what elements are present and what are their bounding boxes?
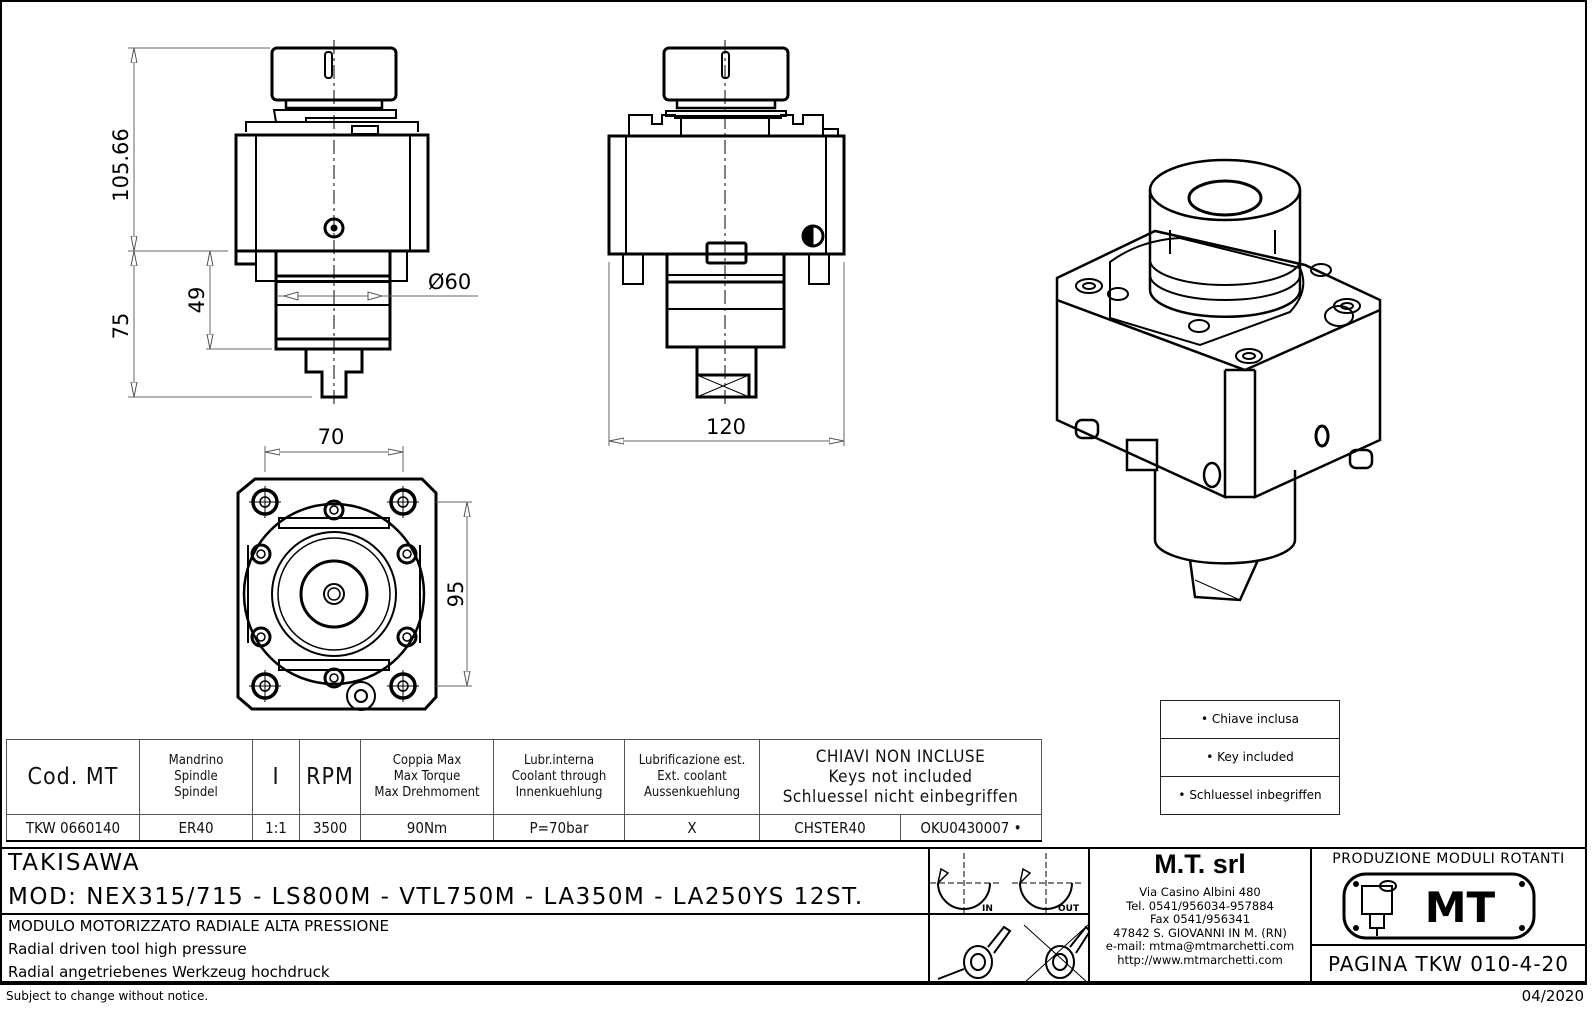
cell-rpm: 3500	[299, 814, 361, 842]
company-name: M.T. srl	[1154, 849, 1246, 879]
rotation-in-label: IN	[982, 904, 993, 914]
company-city: 47842 S. GIOVANNI IN M. (RN)	[1113, 925, 1287, 940]
cell-spindle: ER40	[139, 814, 253, 842]
top-view-dimensions	[264, 446, 472, 687]
cell-key1: CHSTER40	[759, 814, 901, 842]
logo-box	[1310, 847, 1587, 985]
cell-coolant-external: X	[624, 814, 760, 842]
crossed-wrench-icon	[1023, 924, 1089, 984]
logo-text: MT	[1425, 883, 1496, 932]
brand-title: TAKISAWA	[8, 850, 141, 876]
title-block-rule	[0, 847, 1587, 849]
company-email[interactable]: e-mail: mtma@mtmarchetti.com	[1105, 939, 1295, 953]
dim-diameter: Ø60	[428, 270, 471, 294]
footer-notice: Subject to change without notice.	[6, 989, 209, 1003]
dim-top-height: 95	[444, 581, 468, 608]
dim-lower: 75	[109, 313, 133, 340]
page-divider	[1310, 944, 1587, 946]
logo-tool-icon	[1361, 880, 1397, 936]
company-contact: Via Casino Albini 480 Tel. 0541/956034-9…	[1088, 885, 1312, 967]
drawing-frame	[0, 0, 1587, 983]
cell-ratio: 1:1	[252, 814, 300, 842]
company-web[interactable]: http://www.mtmarchetti.com	[1117, 952, 1283, 967]
legend-item-de: • Schluessel inbegriffen	[1178, 788, 1322, 802]
rotation-out-label: OUT	[1058, 904, 1080, 914]
company-fax: Fax 0541/956341	[1149, 912, 1251, 926]
dim-inner: 49	[185, 287, 209, 314]
models-title: MOD: NEX315/715 - LS800M - VTL750M - LA3…	[8, 884, 864, 910]
isometric-view	[1055, 158, 1382, 602]
description-en: Radial driven tool high pressure	[8, 940, 247, 958]
dim-top-width: 70	[318, 425, 345, 449]
cell-key2: OKU0430007 •	[900, 814, 1042, 842]
description-it: MODULO MOTORIZZATO RADIALE ALTA PRESSION…	[8, 917, 390, 935]
spec-table-row: TKW 0660140 ER40 1:1 3500 90Nm P=70bar X…	[6, 814, 1042, 842]
dim-front-width: 120	[706, 415, 746, 439]
front-view-dimensions	[608, 262, 845, 446]
top-view-crosshairs	[249, 486, 419, 702]
legend-item-it: • Chiave inclusa	[1161, 701, 1339, 739]
header-rpm: RPM	[299, 739, 361, 815]
rotation-wrench-icons: IN OUT	[930, 853, 1090, 984]
header-code: Cod. MT	[6, 739, 140, 815]
company-address: Via Casino Albini 480	[1139, 885, 1261, 899]
cell-code: TKW 0660140	[6, 814, 140, 842]
top-view	[236, 477, 438, 711]
legend-item-en: • Key included	[1161, 739, 1339, 777]
technical-drawing: 105.66 75 49 Ø60 120	[109, 40, 1382, 711]
production-label: PRODUZIONE MODULI ROTANTI	[1332, 851, 1565, 867]
footer-date: 04/2020	[1521, 987, 1584, 1005]
side-view	[234, 46, 430, 399]
mt-logo: MT	[1342, 872, 1536, 940]
cell-coolant-internal: P=70bar	[493, 814, 625, 842]
dim-total-height: 105.66	[109, 128, 133, 201]
company-tel: Tel. 0541/956034-957884	[1126, 898, 1274, 913]
header-ratio: I	[252, 739, 300, 815]
description-de: Radial angetriebenes Werkzeug hochdruck	[8, 963, 330, 981]
wrench-icon	[937, 925, 1090, 980]
page-label: PAGINA TKW 010-4-20	[1327, 952, 1570, 976]
front-view	[607, 46, 846, 399]
keys-legend: • Chiave inclusa • Key included • Schlue…	[1160, 700, 1340, 815]
cell-torque: 90Nm	[360, 814, 494, 842]
